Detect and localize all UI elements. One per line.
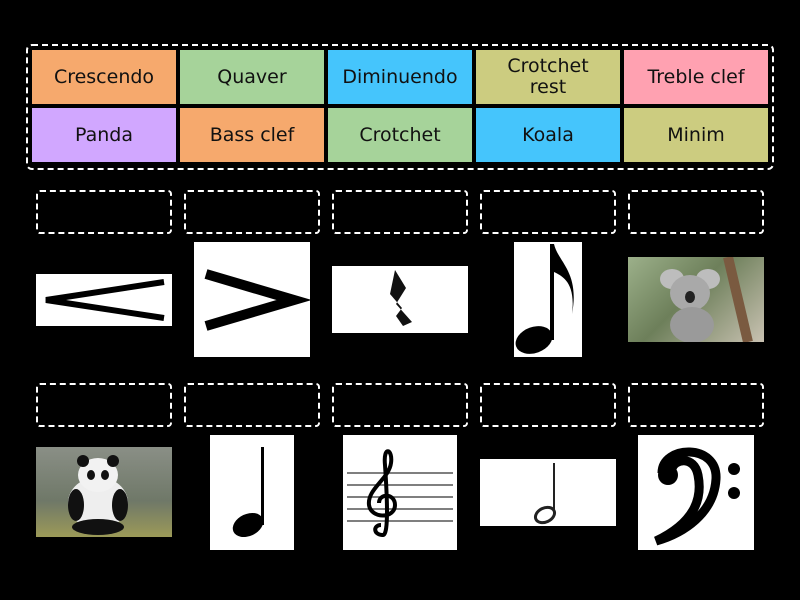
tile-crescendo[interactable]: Crescendo bbox=[32, 50, 176, 104]
panda-photo bbox=[36, 447, 172, 537]
crotchet-rest-icon bbox=[332, 266, 468, 333]
tile-treble-clef[interactable]: Treble clef bbox=[624, 50, 768, 104]
tile-crotchet[interactable]: Crotchet bbox=[328, 108, 472, 162]
koala-photo bbox=[628, 257, 764, 342]
crescendo-icon bbox=[36, 274, 172, 326]
tile-koala[interactable]: Koala bbox=[476, 108, 620, 162]
answer-bank bbox=[26, 44, 774, 170]
drop-slot[interactable] bbox=[628, 383, 764, 427]
drop-slot[interactable] bbox=[332, 190, 468, 234]
tile-quaver[interactable]: Quaver bbox=[180, 50, 324, 104]
tile-panda[interactable]: Panda bbox=[32, 108, 176, 162]
quaver-icon bbox=[514, 242, 582, 357]
tile-bass-clef[interactable]: Bass clef bbox=[180, 108, 324, 162]
drop-slot[interactable] bbox=[628, 190, 764, 234]
drop-slot[interactable] bbox=[36, 190, 172, 234]
crotchet-icon bbox=[210, 435, 294, 550]
tile-diminuendo[interactable]: Diminuendo bbox=[328, 50, 472, 104]
drop-slot[interactable] bbox=[332, 383, 468, 427]
drop-slot[interactable] bbox=[184, 383, 320, 427]
drop-slot[interactable] bbox=[480, 190, 616, 234]
minim-icon bbox=[480, 459, 616, 526]
tile-crotchet-rest[interactable]: Crotchet rest bbox=[476, 50, 620, 104]
treble-clef-icon bbox=[343, 435, 457, 550]
drop-slot[interactable] bbox=[184, 190, 320, 234]
diminuendo-icon bbox=[194, 242, 310, 357]
drop-slot[interactable] bbox=[480, 383, 616, 427]
tile-minim[interactable]: Minim bbox=[624, 108, 768, 162]
bass-clef-icon bbox=[638, 435, 754, 550]
drop-slot[interactable] bbox=[36, 383, 172, 427]
